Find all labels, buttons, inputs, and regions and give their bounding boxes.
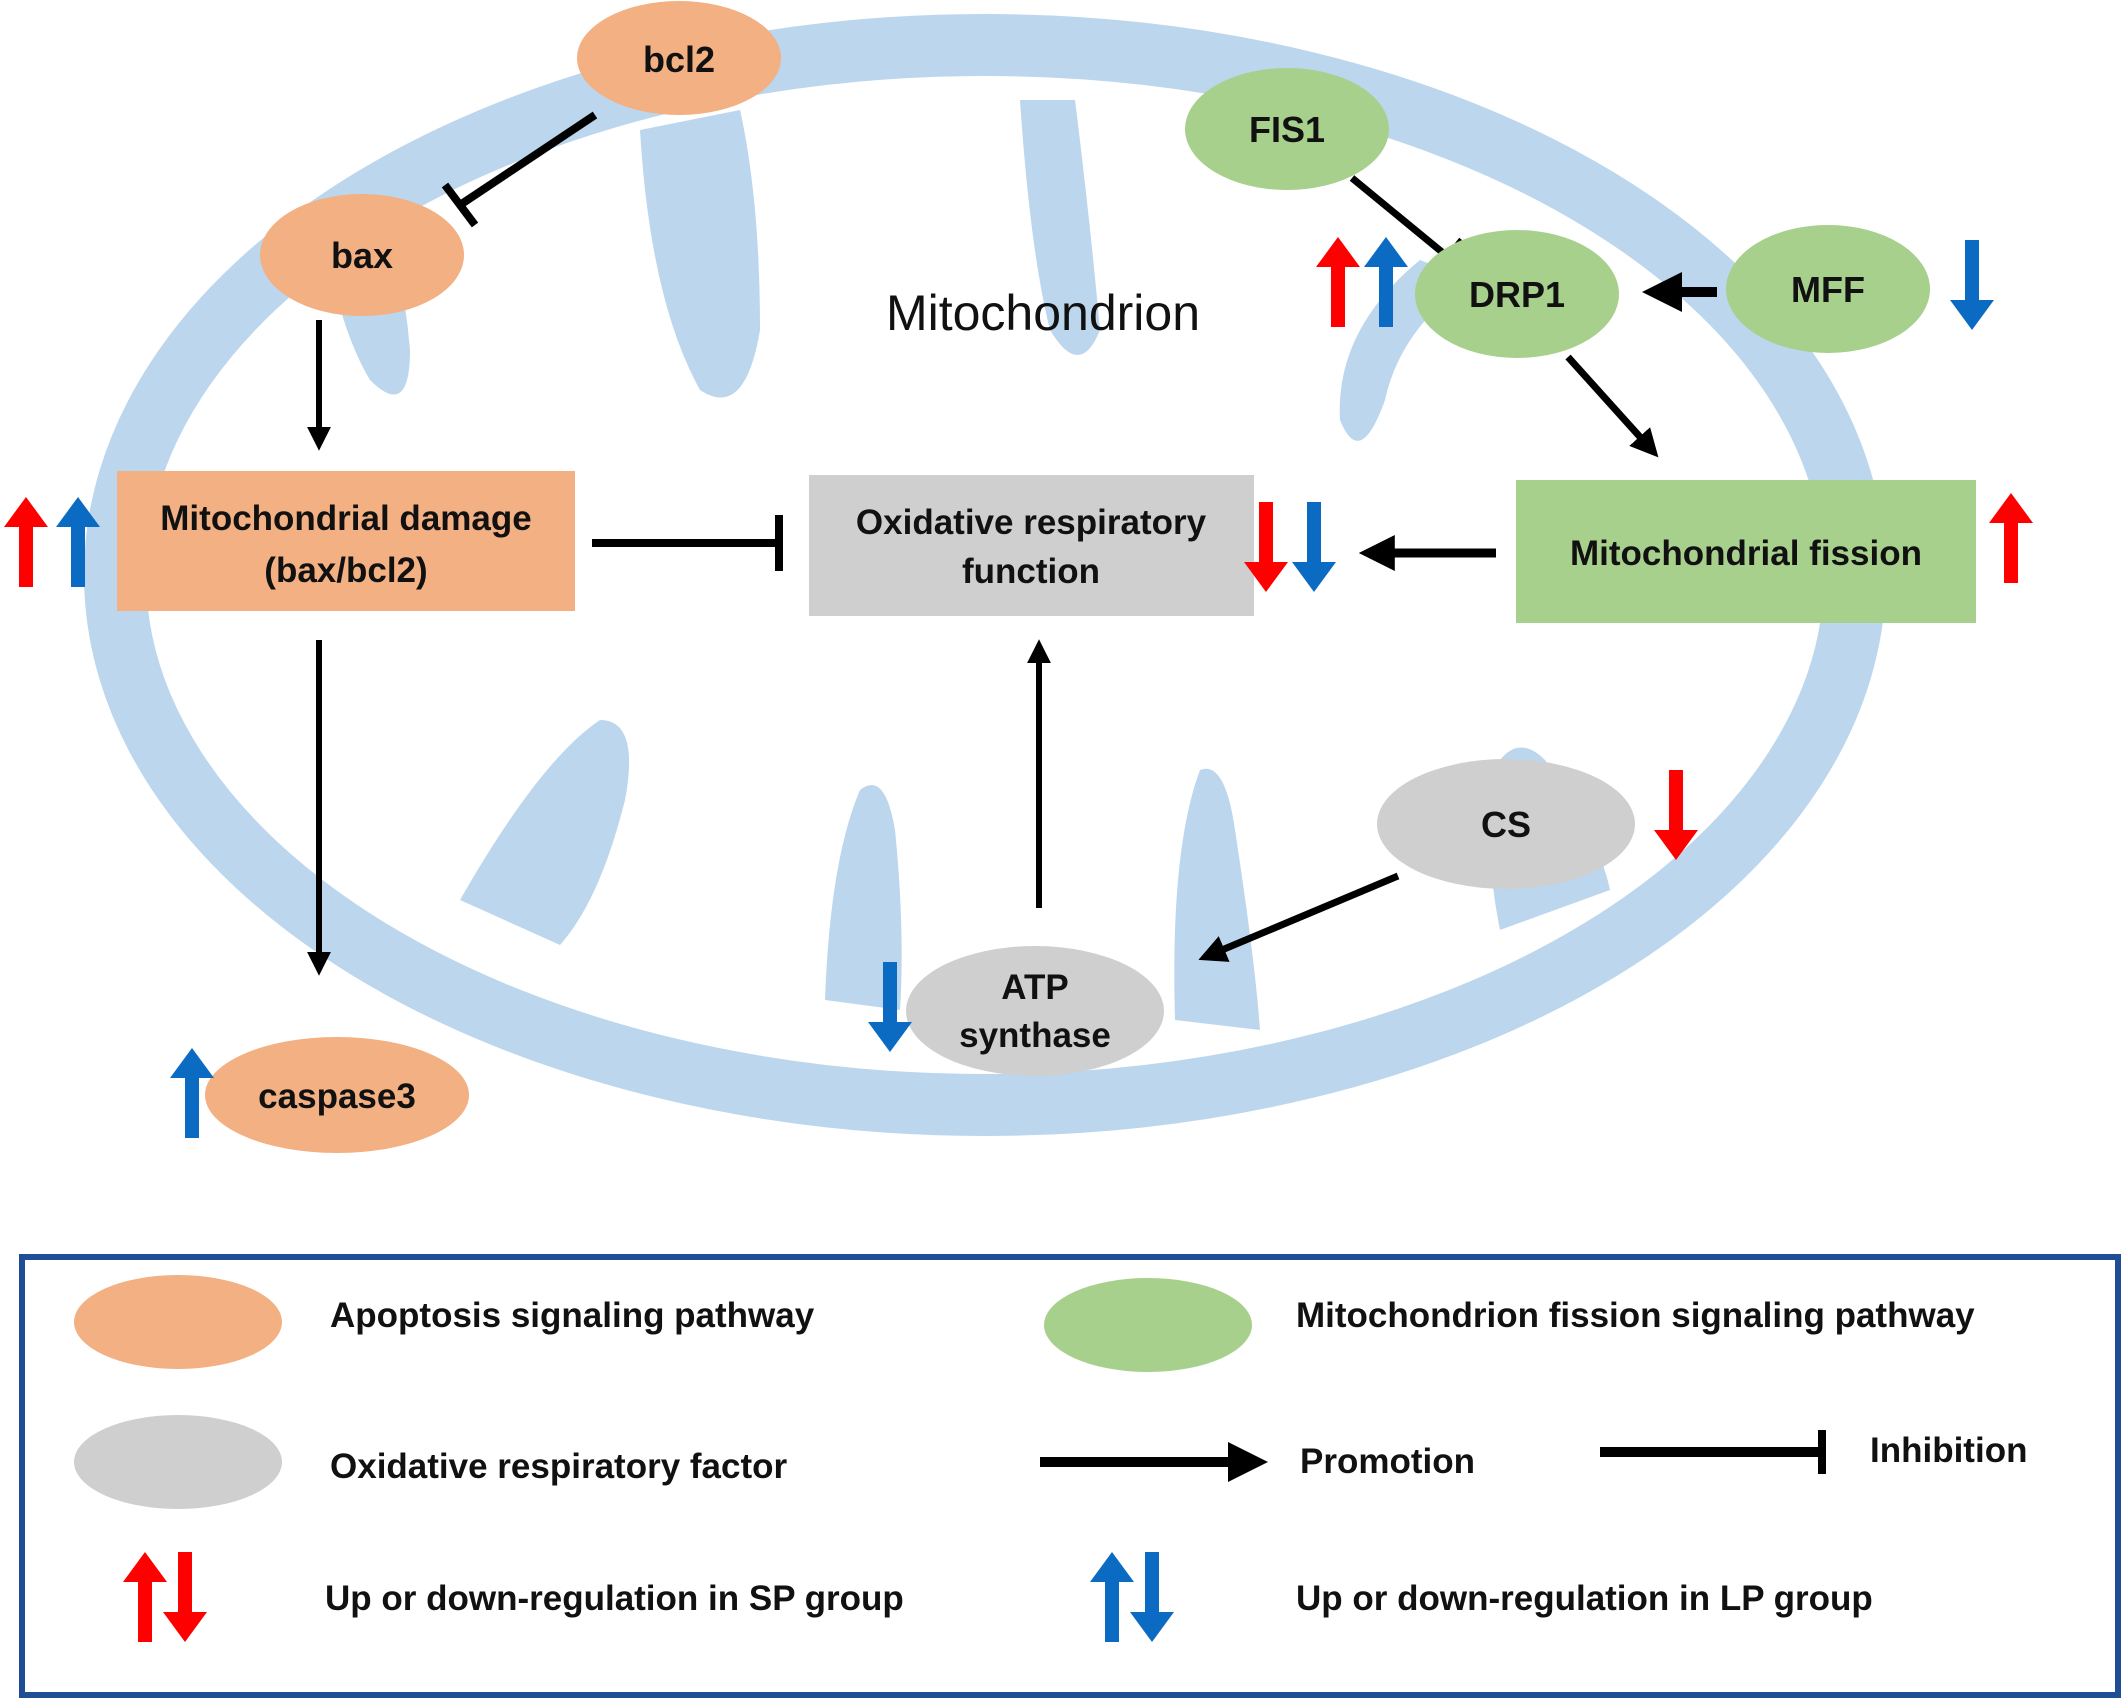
mito-damage-label-line2: (bax/bcl2) xyxy=(264,551,427,590)
sp-up-arrow-drp1 xyxy=(1316,237,1360,327)
down-arrow-icon xyxy=(868,962,912,1052)
up-arrow-icon xyxy=(1364,237,1408,327)
lp-down-arrow-oxidative xyxy=(1292,502,1336,592)
legend-oxidative-swatch xyxy=(74,1415,282,1509)
up-arrow-icon xyxy=(170,1048,214,1138)
up-arrow-icon xyxy=(1989,493,2033,583)
crista xyxy=(460,720,630,945)
fis1-shape xyxy=(1185,68,1389,190)
bax-label: bax xyxy=(331,235,393,276)
cs-shape xyxy=(1377,759,1635,889)
bax-shape xyxy=(260,194,464,316)
legend-lp-label: Up or down-regulation in LP group xyxy=(1296,1579,1873,1618)
legend-sp-down-arrow xyxy=(163,1552,207,1642)
legend-item-fission: Mitochondrion fission signaling pathway xyxy=(1044,1278,1975,1372)
lp-up-arrow-mito-damage xyxy=(56,497,100,587)
legend-inhibition-label: Inhibition xyxy=(1870,1431,2027,1470)
legend-apoptosis-swatch xyxy=(74,1275,282,1369)
cs-label: CS xyxy=(1481,804,1531,845)
down-arrow-icon xyxy=(1130,1552,1174,1642)
atp-synthase-label-line2: synthase xyxy=(959,1016,1111,1055)
node-oxidative[interactable]: Oxidative respiratory function xyxy=(809,475,1254,616)
up-arrow-icon xyxy=(56,497,100,587)
down-arrow-icon xyxy=(1950,240,1994,330)
legend-lp-up-arrow xyxy=(1090,1552,1134,1642)
caspase3-label: caspase3 xyxy=(258,1077,416,1116)
legend-sp-label: Up or down-regulation in SP group xyxy=(325,1579,904,1618)
up-arrow-icon xyxy=(4,497,48,587)
node-caspase3[interactable]: caspase3 xyxy=(205,1037,469,1153)
down-arrow-icon xyxy=(1292,502,1336,592)
crista xyxy=(640,110,760,398)
node-fis1[interactable]: FIS1 xyxy=(1185,68,1389,190)
sp-up-arrow-mito-fission xyxy=(1989,493,2033,583)
bcl2-label: bcl2 xyxy=(643,39,715,80)
lp-down-arrow-atp-synthase xyxy=(868,962,912,1052)
node-mito-damage[interactable]: Mitochondrial damage (bax/bcl2) xyxy=(117,471,575,611)
up-arrow-icon xyxy=(1090,1552,1134,1642)
regulation-arrows xyxy=(4,237,2033,1138)
edge-bcl2-inhibits-bax xyxy=(457,111,598,209)
legend-item-lp: Up or down-regulation in LP group xyxy=(1090,1552,1873,1642)
lp-down-arrow-mff xyxy=(1950,240,1994,330)
edge-cs-to-atp-synthase xyxy=(1198,872,1400,962)
edge-fis1-inhibits-drp1 xyxy=(1349,175,1451,260)
oxidative-label-line2: function xyxy=(962,552,1100,591)
lp-up-arrow-caspase3 xyxy=(170,1048,214,1138)
caspase3-shape xyxy=(205,1037,469,1153)
legend-oxidative-label: Oxidative respiratory factor xyxy=(330,1447,787,1486)
drp1-shape xyxy=(1415,230,1619,358)
down-arrow-icon xyxy=(163,1552,207,1642)
node-drp1[interactable]: DRP1 xyxy=(1415,230,1619,358)
legend-lp-down-arrow xyxy=(1130,1552,1174,1642)
down-arrow-icon xyxy=(1244,502,1288,592)
inhibition-bar xyxy=(441,182,479,228)
mito-fission-label: Mitochondrial fission xyxy=(1570,534,1922,573)
oxidative-label-line1: Oxidative respiratory xyxy=(856,503,1207,542)
mff-shape xyxy=(1726,225,1930,353)
mff-label: MFF xyxy=(1791,269,1865,310)
compartment-label: Mitochondrion xyxy=(886,285,1200,341)
down-arrow-icon xyxy=(1654,770,1698,860)
up-arrow-icon xyxy=(1316,237,1360,327)
crista xyxy=(1020,100,1100,355)
node-cs[interactable]: CS xyxy=(1377,759,1635,889)
node-mito-fission[interactable]: Mitochondrial fission xyxy=(1516,480,1976,623)
atp-synthase-label-line1: ATP xyxy=(1001,968,1068,1007)
sp-up-arrow-mito-damage xyxy=(4,497,48,587)
oxidative-shape xyxy=(809,475,1254,616)
fis1-label: FIS1 xyxy=(1249,109,1325,150)
mito-fission-shape xyxy=(1516,480,1976,623)
edges xyxy=(307,111,1717,976)
up-arrow-icon xyxy=(123,1552,167,1642)
node-mff[interactable]: MFF xyxy=(1726,225,1930,353)
legend-fission-swatch xyxy=(1044,1278,1252,1372)
crista xyxy=(1174,768,1260,1030)
edge-drp1-to-mito-fission xyxy=(1565,354,1659,458)
legend-item-apoptosis: Apoptosis signaling pathway xyxy=(74,1275,815,1369)
node-atp-synthase[interactable]: ATP synthase xyxy=(906,946,1164,1076)
legend-item-inhibition: Inhibition xyxy=(1600,1430,2027,1474)
legend-apoptosis-label: Apoptosis signaling pathway xyxy=(330,1296,815,1335)
lp-up-arrow-drp1 xyxy=(1364,237,1408,327)
mito-damage-label-line1: Mitochondrial damage xyxy=(160,499,531,538)
atp-synthase-shape xyxy=(906,946,1164,1076)
legend-item-sp: Up or down-regulation in SP group xyxy=(123,1552,904,1642)
legend-item-promotion: Promotion xyxy=(1040,1442,1475,1482)
mito-damage-shape xyxy=(117,471,575,611)
legend-fission-label: Mitochondrion fission signaling pathway xyxy=(1296,1296,1975,1335)
sp-down-arrow-oxidative xyxy=(1244,502,1288,592)
crista xyxy=(825,785,902,1010)
node-bcl2[interactable]: bcl2 xyxy=(577,1,781,115)
legend-promotion-label: Promotion xyxy=(1300,1442,1475,1481)
sp-down-arrow-cs xyxy=(1654,770,1698,860)
legend-item-oxidative: Oxidative respiratory factor xyxy=(74,1415,787,1509)
node-bax[interactable]: bax xyxy=(260,194,464,316)
legend-sp-up-arrow xyxy=(123,1552,167,1642)
bcl2-shape xyxy=(577,1,781,115)
legend: Apoptosis signaling pathway Mitochondrio… xyxy=(19,1254,2121,1698)
drp1-label: DRP1 xyxy=(1469,274,1565,315)
